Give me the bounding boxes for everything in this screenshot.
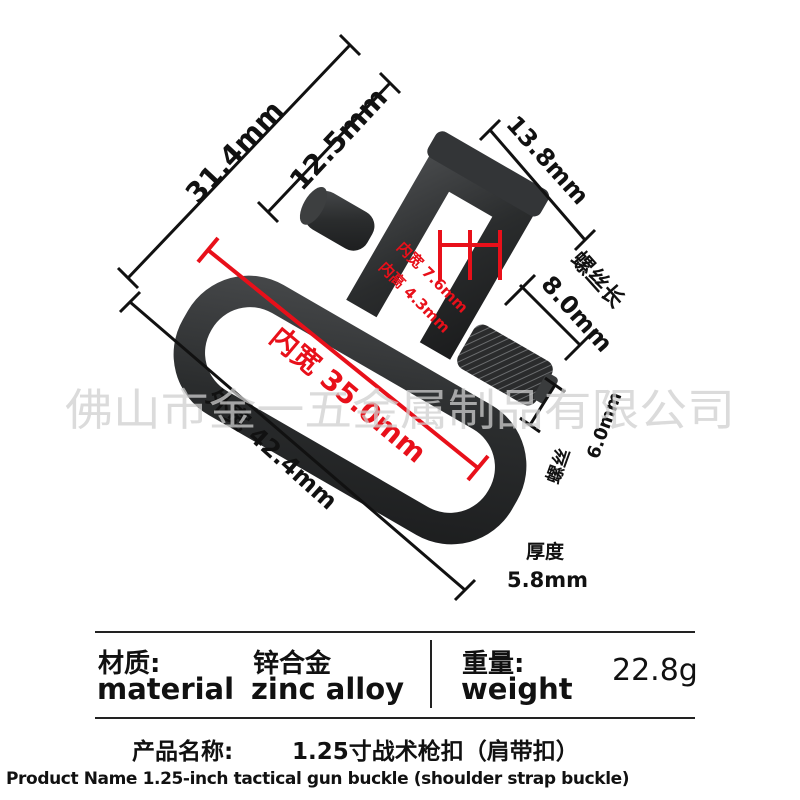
red-dimension-lines — [196, 230, 502, 482]
buckle-bracket — [346, 131, 550, 360]
spec-bottom-rule — [95, 717, 695, 719]
buckle-stud — [299, 187, 375, 251]
watermark: 佛山市金一五金属制品有限公司 — [65, 385, 735, 436]
weight-label-en: weight — [461, 672, 573, 706]
spec-divider — [430, 640, 432, 708]
weight-label-cn: 重量: — [462, 649, 525, 679]
product-name-cn: 1.25寸战术枪扣（肩带扣） — [292, 739, 579, 765]
material-label-cn: 材质: — [98, 649, 161, 679]
product-name-en: Product Name 1.25-inch tactical gun buck… — [6, 769, 630, 789]
material-label-en: material — [97, 672, 235, 706]
material-value-cn: 锌合金 — [253, 649, 332, 679]
buckle-loop — [173, 275, 527, 545]
material-value-en: zinc alloy — [251, 672, 405, 706]
dim-total-height: 31.4mm — [179, 94, 290, 210]
dim-screw-label: 螺丝 — [542, 445, 575, 486]
dim-thickness: 5.8mm — [507, 568, 588, 592]
dim-thickness-label: 厚度 — [526, 540, 565, 563]
spec-top-rule — [95, 631, 695, 633]
buckle-illustration — [173, 131, 558, 545]
product-name-label-cn: 产品名称: — [132, 739, 234, 765]
dimension-lines — [116, 33, 597, 602]
weight-value: 22.8g — [612, 653, 698, 688]
